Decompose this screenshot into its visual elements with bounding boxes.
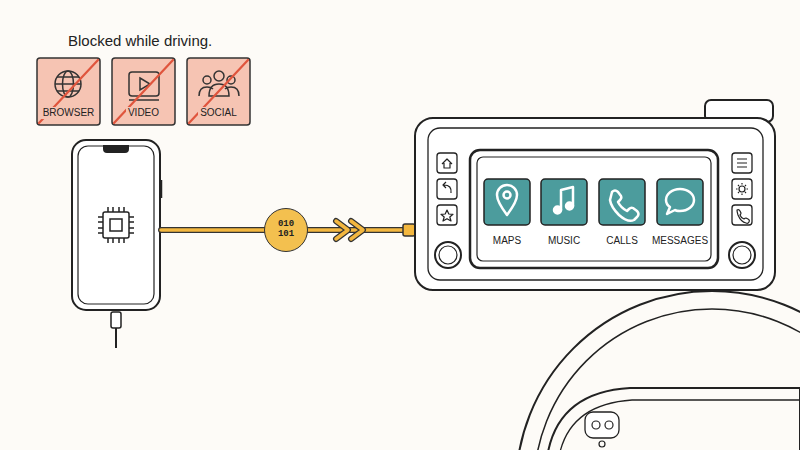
app-label: VIDEO	[126, 107, 161, 119]
blocked-tiles-part	[187, 58, 250, 125]
steering-wheel-part	[534, 309, 800, 450]
app-icons-part	[566, 203, 573, 210]
head-unit-part	[729, 242, 755, 268]
unit-button-icons-part	[442, 159, 452, 168]
app-label: MUSIC	[548, 235, 580, 247]
head-unit-part	[732, 153, 752, 173]
app-label: SOCIAL	[198, 107, 239, 119]
unit-button-icons-part	[737, 210, 749, 224]
steering-wheel-part	[560, 400, 800, 450]
app-icons	[497, 185, 694, 221]
app-tile: MESSAGES	[652, 177, 709, 247]
people-icon-part	[199, 87, 213, 96]
head-unit-part	[437, 205, 457, 225]
usb-cable-part	[111, 312, 121, 328]
app-tile: MUSIC	[541, 177, 587, 247]
app-icons-part	[610, 191, 639, 221]
block-strike-part	[189, 60, 248, 123]
steering-wheel-part	[516, 291, 800, 450]
head-unit-part	[435, 242, 461, 268]
blocked-tiles-part	[37, 58, 100, 125]
app-icons-part	[504, 192, 511, 199]
head-unit-part	[437, 153, 457, 173]
play-icon-part	[129, 99, 159, 101]
phone-part	[104, 146, 128, 152]
chip-icon-part	[98, 207, 134, 243]
app-tile: CALLS	[599, 177, 645, 247]
app-tiles-part	[657, 179, 703, 225]
app-tiles	[484, 179, 703, 225]
head-unit-part	[428, 128, 763, 280]
head-unit-part	[732, 179, 752, 199]
steering-wheel-part	[592, 421, 600, 429]
unit-button-icons-part	[737, 159, 747, 167]
unit-button-icons-part	[443, 182, 451, 193]
data-packet: 010 101	[264, 208, 308, 252]
unit-button-icons-part	[736, 183, 748, 195]
phone-part	[72, 140, 160, 310]
unit-button-icons-part	[441, 210, 453, 221]
app-label: MAPS	[493, 235, 521, 247]
app-label: BROWSER	[41, 107, 97, 119]
data-link-part	[403, 224, 415, 236]
data-link-part	[336, 221, 363, 239]
app-icons-part	[554, 207, 561, 214]
phone	[72, 140, 161, 310]
block-strike	[39, 60, 248, 123]
head-unit-part	[732, 205, 752, 225]
block-strike-part	[114, 60, 173, 123]
app-icons-part	[497, 185, 517, 215]
blocked-app: SOCIAL	[187, 58, 250, 125]
blocked-tiles-part	[112, 58, 175, 125]
app-label: CALLS	[606, 235, 638, 247]
head-unit-part	[733, 246, 751, 264]
steering-wheel-part	[599, 441, 605, 447]
usb-cable	[111, 312, 121, 348]
group-caption: Blocked while driving.	[68, 32, 212, 49]
steering-wheel-part	[605, 421, 613, 429]
head-unit-part	[470, 150, 718, 268]
chip-icon-part	[110, 219, 122, 231]
app-label: MESSAGES	[652, 235, 708, 247]
blocked-app: VIDEO	[112, 58, 175, 125]
phone-part	[78, 146, 154, 304]
unit-button-icons-part	[739, 186, 745, 192]
head-unit-part	[437, 179, 457, 199]
app-tiles-part	[484, 179, 530, 225]
blocked-app: BROWSER	[37, 58, 100, 125]
app-icons-part	[666, 189, 694, 214]
steering-wheel-part	[585, 412, 619, 438]
steering-wheel	[516, 291, 800, 450]
blocked-tiles	[37, 58, 250, 125]
usb-cable-part	[115, 328, 117, 348]
head-unit	[415, 100, 775, 290]
play-icon-part	[140, 78, 150, 90]
data-bits: 010 101	[278, 220, 294, 240]
head-unit-part	[415, 118, 775, 290]
data-link	[161, 221, 415, 239]
chip-icon-part	[103, 212, 129, 238]
people-icon-part	[214, 71, 224, 81]
head-unit-part	[439, 246, 457, 264]
steering-wheel-part	[548, 388, 800, 450]
app-tiles-part	[541, 179, 587, 225]
data-link-part	[336, 221, 363, 239]
app-icons-part	[561, 187, 573, 210]
head-unit-part	[477, 157, 711, 261]
people-icon-part	[203, 76, 211, 84]
block-strike-part	[39, 60, 98, 123]
phone-part	[160, 180, 163, 198]
people-icon-part	[225, 87, 239, 96]
app-tile: MAPS	[484, 177, 530, 247]
app-tiles-part	[599, 179, 645, 225]
play-icon	[129, 72, 159, 100]
chip-icon	[98, 207, 134, 243]
